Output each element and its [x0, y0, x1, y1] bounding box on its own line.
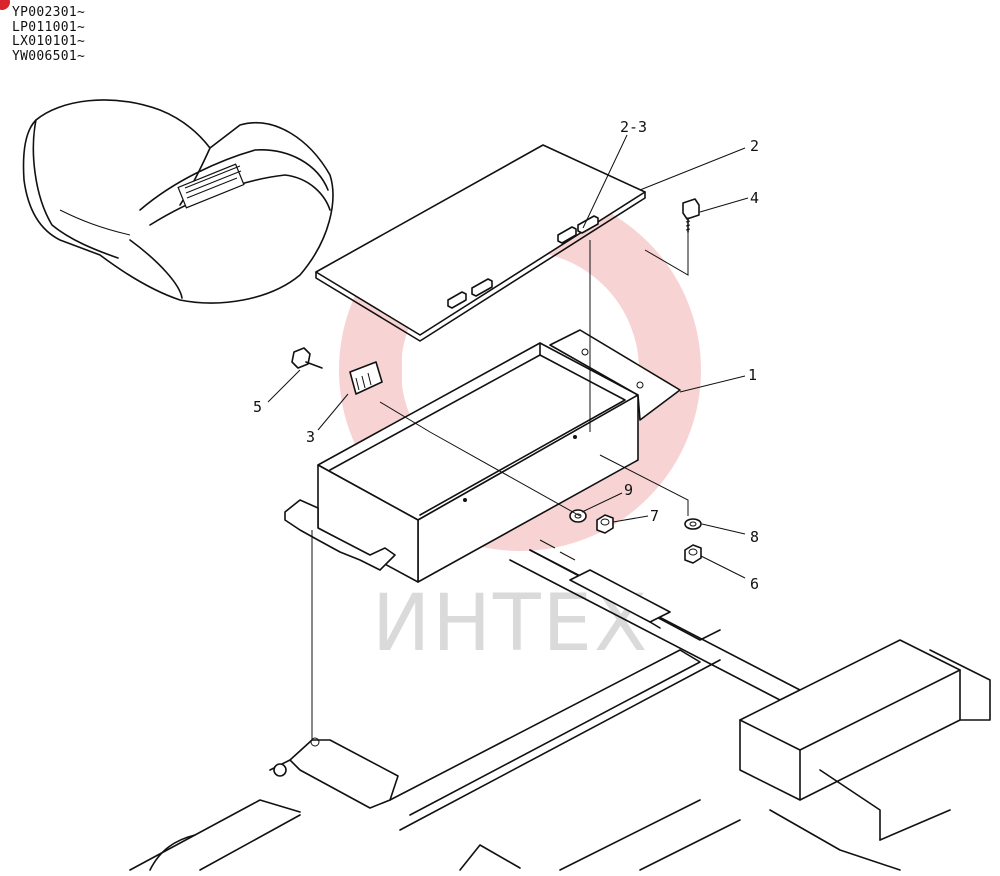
washer-icon — [684, 518, 702, 530]
callout-label: 6 — [750, 575, 759, 593]
serial-range: LP011001~ — [12, 19, 86, 35]
tool-box — [284, 329, 681, 583]
callout-leaders — [267, 134, 749, 579]
callout-label: 9 — [624, 481, 633, 499]
lid-panel — [315, 144, 646, 342]
callout-label: 3 — [306, 428, 315, 446]
nut-icon — [684, 544, 702, 564]
bolt-icon — [291, 347, 323, 369]
callout-label: 2 — [750, 137, 759, 155]
hinge-icon — [557, 215, 599, 244]
corner-marker — [0, 0, 10, 10]
assembly-lines — [311, 232, 689, 740]
nut-icon — [596, 514, 614, 534]
hinge-icon — [349, 361, 383, 395]
serial-range: YW006501~ — [12, 48, 86, 64]
operator-seat — [22, 99, 334, 304]
hinge-icon — [447, 278, 493, 309]
serial-number-list: YP002301~ LP011001~ LX010101~ YW006501~ — [12, 5, 86, 64]
callout-label: 7 — [650, 507, 659, 525]
callout-label: 4 — [750, 189, 759, 207]
callout-label: 5 — [253, 398, 262, 416]
callout-label: 8 — [750, 528, 759, 546]
bolt-icon — [682, 198, 700, 233]
serial-range: YP002301~ — [12, 5, 86, 20]
callout-label: 2-3 — [620, 118, 647, 136]
callout-label: 1 — [748, 366, 757, 384]
serial-range: LX010101~ — [12, 34, 86, 49]
machine-frame — [129, 539, 991, 871]
